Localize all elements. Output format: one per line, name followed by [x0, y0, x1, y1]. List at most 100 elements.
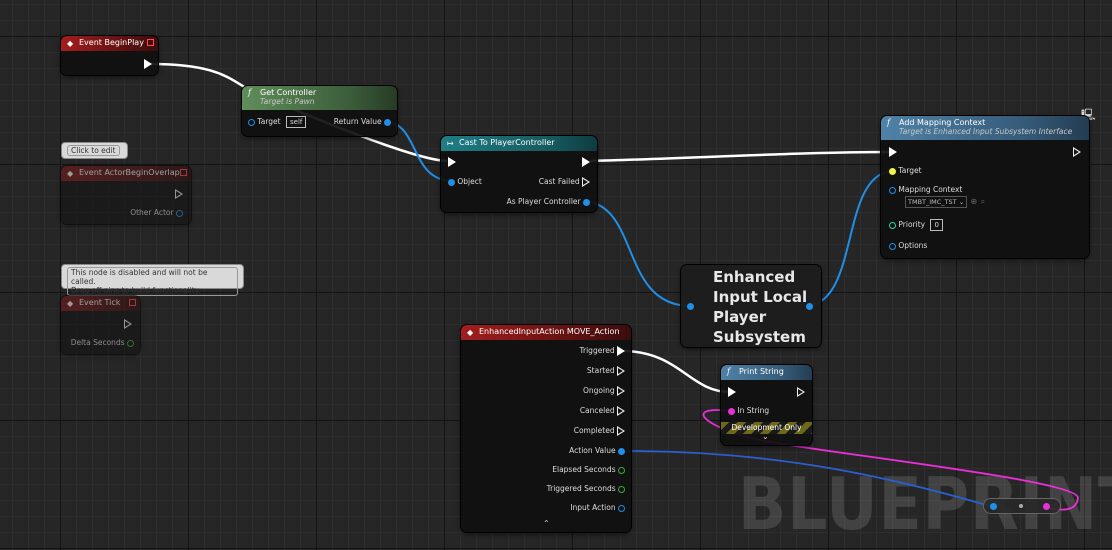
subsystem-input-pin[interactable] — [687, 300, 694, 312]
float-pin-icon — [618, 485, 625, 493]
triggered-pin[interactable]: Triggered — [580, 345, 625, 357]
other-actor-pin[interactable]: Other Actor — [130, 207, 183, 219]
priority-pin[interactable]: Priority 0 — [889, 219, 943, 231]
node-title: EnhancedInputAction MOVE_Action — [479, 327, 620, 336]
node-cast-to-playercontroller[interactable]: ↦ Cast To PlayerController Object Cast F… — [441, 136, 597, 212]
event-icon: ◆ — [67, 169, 74, 178]
object-input-pin[interactable]: Object — [448, 176, 482, 188]
exec-input-pin[interactable] — [448, 156, 456, 168]
node-title: Event Tick — [79, 298, 121, 307]
delegate-pin-icon[interactable] — [129, 299, 136, 306]
elapsed-seconds-pin[interactable]: Elapsed Seconds — [552, 464, 625, 476]
node-header: f Get Controller Target is Pawn — [242, 86, 397, 110]
function-icon: f — [727, 367, 730, 376]
object-pin-icon — [583, 198, 590, 206]
exec-wire-triggered-to-print — [623, 349, 731, 394]
exec-output-pin[interactable] — [582, 156, 590, 168]
object-wire-pc-to-subsystem — [583, 200, 691, 307]
function-icon: f — [248, 88, 251, 97]
pin-label: Target — [898, 166, 922, 175]
as-player-controller-pin[interactable]: As Player Controller — [507, 196, 590, 208]
subsystem-output-pin[interactable] — [806, 300, 813, 312]
comment-line: This node is disabled and will not be ca… — [71, 268, 208, 286]
node-add-mapping-context[interactable]: f Add Mapping Context Target is Enhanced… — [881, 116, 1089, 258]
exec-output-pin[interactable] — [1073, 146, 1081, 158]
delegate-pin-icon[interactable] — [147, 39, 154, 46]
node-title: Add Mapping Context — [899, 118, 986, 127]
started-pin[interactable]: Started — [587, 365, 625, 377]
return-value-pin[interactable]: Return Value — [334, 116, 391, 128]
pin-label: Delta Seconds — [70, 338, 125, 347]
exec-input-pin[interactable] — [889, 146, 897, 158]
exec-pin-icon — [617, 406, 625, 416]
title-line: Input Local — [713, 288, 808, 306]
node-title: Cast To PlayerController — [459, 138, 555, 147]
mapping-context-dropdown[interactable]: TMBT_IMC_TST ⌄ — [905, 196, 968, 208]
collapse-chevron-icon[interactable]: ⌃ — [543, 519, 550, 528]
pin-label: Return Value — [333, 117, 382, 126]
exec-pin-icon — [728, 387, 736, 397]
browse-icon[interactable]: ⌕ — [980, 197, 986, 206]
object-pin-icon — [618, 504, 625, 512]
node-title: Event BeginPlay — [79, 38, 144, 47]
node-print-string[interactable]: f Print String In String Development Onl… — [721, 365, 812, 445]
node-event-tick[interactable]: ◆ Event Tick Delta Seconds — [61, 296, 140, 354]
pin-label: Object — [457, 177, 482, 186]
mapping-context-asset[interactable]: TMBT_IMC_TST ⌄ ⊕ ⌕ — [903, 196, 985, 208]
int-pin-icon — [889, 221, 896, 229]
development-only-banner: Development Only — [721, 422, 812, 434]
node-enhanced-input-action[interactable]: ◆ EnhancedInputAction MOVE_Action Trigge… — [461, 325, 631, 532]
node-enhanced-input-local-player-subsystem[interactable]: Enhanced Input Local Player Subsystem — [681, 265, 821, 347]
node-event-actorbeginoverlap[interactable]: ◆ Event ActorBeginOverlap Other Actor — [61, 166, 191, 224]
string-pin-icon — [728, 407, 735, 415]
exec-input-pin[interactable] — [728, 386, 736, 398]
use-selected-icon[interactable]: ⊕ — [970, 197, 978, 206]
delta-seconds-pin[interactable]: Delta Seconds — [71, 337, 134, 349]
in-string-pin[interactable]: In String — [728, 405, 769, 417]
comment-bubble-click-to-edit[interactable]: Click to edit — [61, 142, 128, 159]
exec-output-pin[interactable] — [797, 386, 805, 398]
exec-output-pin[interactable] — [175, 188, 183, 200]
node-event-beginplay[interactable]: ◆ Event BeginPlay — [61, 36, 158, 75]
mapping-context-pin[interactable]: Mapping Context — [889, 184, 962, 196]
struct-pin-icon — [889, 242, 896, 250]
string-pin-icon — [1043, 503, 1050, 510]
target-input-pin[interactable]: Target — [889, 165, 922, 177]
pin-label: Action Value — [569, 446, 616, 455]
pin-label: Input Action — [570, 503, 616, 512]
cast-failed-pin[interactable]: Cast Failed — [539, 176, 590, 188]
triggered-seconds-pin[interactable]: Triggered Seconds — [547, 483, 625, 495]
pin-label: Mapping Context — [898, 185, 963, 194]
pin-label: In String — [737, 406, 770, 415]
exec-output-pin[interactable] — [124, 318, 132, 330]
node-header: f Print String — [721, 365, 812, 380]
object-pin-icon — [806, 302, 813, 310]
exec-pin-icon — [617, 346, 625, 356]
pin-label: Started — [586, 366, 615, 375]
canceled-pin[interactable]: Canceled — [580, 405, 625, 417]
node-header: ◆ Event Tick — [61, 296, 140, 311]
node-get-controller[interactable]: f Get Controller Target is Pawn Target s… — [242, 86, 397, 136]
ongoing-pin[interactable]: Ongoing — [583, 385, 625, 397]
target-default-value[interactable]: self — [285, 116, 307, 128]
input-action-pin[interactable]: Input Action — [570, 502, 625, 514]
exec-output-pin[interactable] — [144, 58, 152, 70]
priority-value-input[interactable]: 0 — [930, 219, 943, 231]
comment-bubble-disabled-node[interactable]: This node is disabled and will not be ca… — [61, 264, 244, 296]
target-input-pin[interactable]: Target self — [248, 116, 307, 128]
reroute-node[interactable] — [984, 499, 1060, 513]
node-header: ◆ Event BeginPlay — [61, 36, 158, 51]
title-line: Subsystem — [713, 328, 806, 346]
title-line: Player — [713, 308, 767, 326]
options-pin[interactable]: Options — [889, 240, 927, 252]
node-header: ◆ EnhancedInputAction MOVE_Action — [461, 325, 631, 340]
dropdown-value: TMBT_IMC_TST — [908, 198, 957, 206]
action-value-pin[interactable]: Action Value — [569, 445, 625, 457]
expand-chevron-icon[interactable]: ⌄ — [762, 432, 769, 441]
completed-pin[interactable]: Completed — [574, 425, 625, 437]
delegate-pin-icon[interactable] — [180, 169, 187, 176]
pin-label: Triggered Seconds — [546, 484, 616, 493]
cast-icon: ↦ — [447, 139, 454, 148]
event-icon: ◆ — [67, 39, 74, 48]
